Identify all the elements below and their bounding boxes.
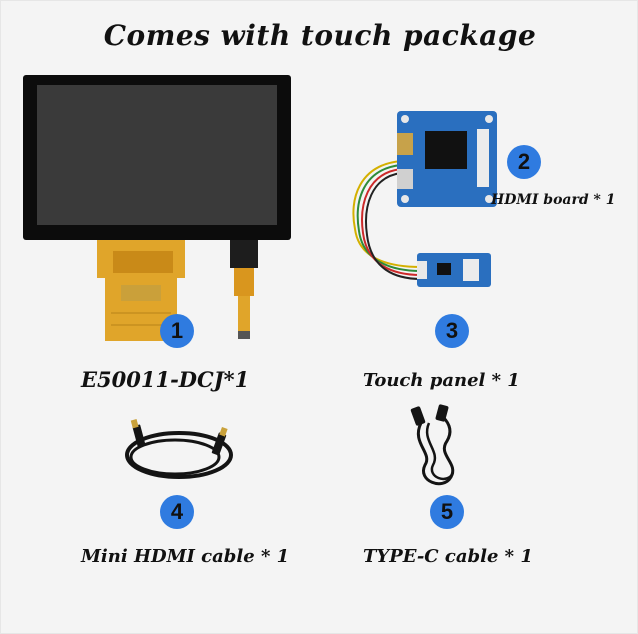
item-4-number-badge: 4	[160, 495, 194, 529]
item-3-label: Touch panel * 1	[363, 370, 520, 391]
item-2-label: HDMI board * 1	[491, 192, 616, 208]
usb-c-cable-icon	[410, 404, 455, 486]
item-2-number-badge: 2	[507, 145, 541, 179]
item-3-number-badge: 3	[435, 314, 469, 348]
lcd-display-icon	[23, 75, 291, 341]
item-1-number-badge: 1	[160, 314, 194, 348]
hdmi-cable-icon	[125, 419, 233, 479]
item-5-number-badge: 5	[430, 495, 464, 529]
item-5-label: TYPE-C cable * 1	[363, 546, 533, 567]
item-4-label: Mini HDMI cable * 1	[81, 546, 290, 567]
item-1-label: E50011-DCJ*1	[81, 367, 250, 392]
hdmi-board-icon	[352, 111, 497, 280]
touch-controller-board-icon	[417, 253, 491, 287]
page-title: Comes with touch package	[103, 19, 537, 52]
